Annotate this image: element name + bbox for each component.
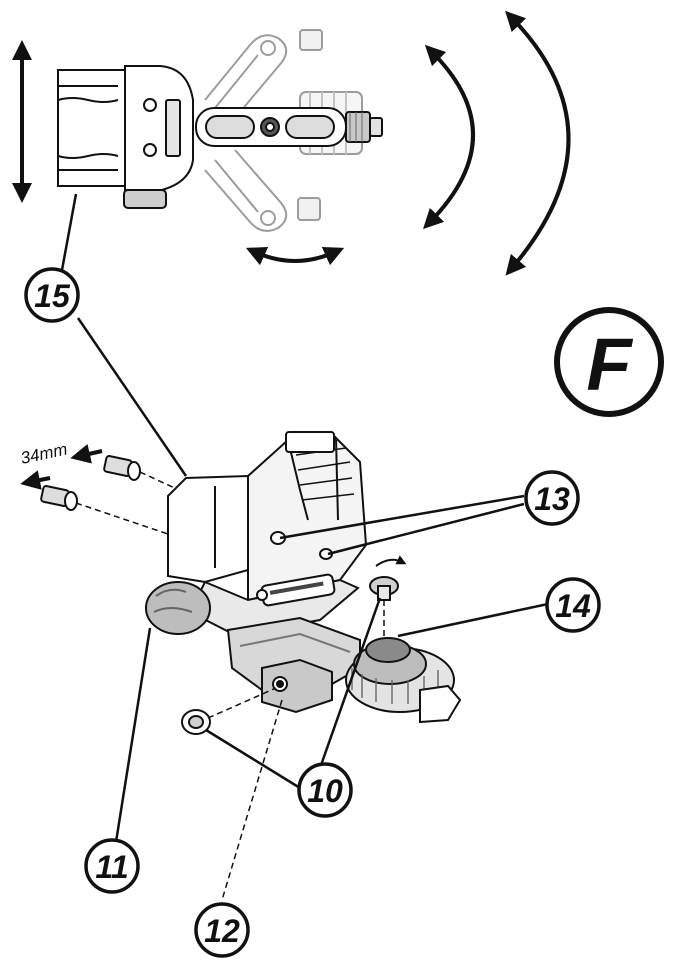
callout-10: 10 bbox=[297, 762, 353, 818]
arm-main bbox=[195, 107, 383, 147]
adjustment-wheel bbox=[345, 637, 462, 724]
side-knob bbox=[145, 581, 211, 635]
holder-top-view bbox=[57, 65, 194, 209]
screw-upper bbox=[103, 455, 141, 481]
dimension-label: 34mm bbox=[19, 440, 69, 468]
leader-13-b bbox=[327, 502, 525, 556]
rotation-arc-outer bbox=[505, 10, 571, 276]
callout-15-label: 15 bbox=[34, 278, 71, 314]
axis-line bbox=[221, 699, 283, 901]
leader-15-top bbox=[60, 193, 78, 271]
leader-11 bbox=[114, 627, 152, 843]
callout-11: 11 bbox=[84, 838, 140, 894]
clamp-holder bbox=[167, 430, 368, 637]
top-bolt bbox=[369, 555, 407, 601]
callout-11-label: 11 bbox=[95, 849, 128, 885]
callout-13-label: 13 bbox=[534, 481, 570, 517]
panel-letter: F bbox=[586, 323, 633, 406]
callout-14-label: 14 bbox=[555, 588, 591, 624]
callout-13: 13 bbox=[524, 470, 580, 526]
callout-15: 15 bbox=[24, 267, 80, 323]
screw-path-bottom bbox=[207, 687, 277, 719]
callout-12: 12 bbox=[194, 902, 250, 958]
top-view-assembly bbox=[12, 10, 571, 276]
callout-12-label: 12 bbox=[204, 913, 240, 949]
leader-10-b bbox=[318, 597, 382, 769]
leader-13-a bbox=[279, 494, 525, 540]
exploded-assembly: 34mm bbox=[19, 430, 462, 901]
leader-lines bbox=[60, 193, 549, 843]
dimension-arrow-lower bbox=[20, 470, 51, 490]
callout-10-label: 10 bbox=[307, 773, 343, 809]
leader-10-a bbox=[205, 728, 301, 790]
screw-lower bbox=[40, 485, 78, 511]
base-bracket bbox=[226, 616, 361, 714]
callout-14: 14 bbox=[545, 577, 601, 633]
leader-15-bottom bbox=[76, 317, 188, 477]
leader-14 bbox=[397, 602, 549, 638]
dimension-arrow-upper bbox=[70, 444, 103, 464]
rotation-arc-inner bbox=[423, 44, 475, 230]
washer-screw bbox=[181, 709, 211, 735]
swivel-arrow-small bbox=[245, 246, 345, 266]
panel-letter-badge: F bbox=[554, 307, 664, 417]
